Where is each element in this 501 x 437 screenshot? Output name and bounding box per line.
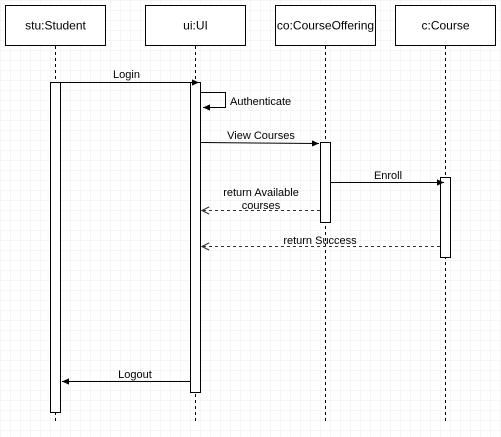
activation-ui xyxy=(190,82,201,393)
message-return-success-label: return Success xyxy=(283,235,357,247)
message-return-available-courses-label-line1: return Available xyxy=(223,187,299,199)
message-return-success[interactable]: return Success xyxy=(202,235,440,247)
participant-c-label: c:Course xyxy=(421,19,469,33)
message-logout[interactable]: Logout xyxy=(62,369,190,385)
activation-co xyxy=(320,142,331,223)
message-view-courses-label: View Courses xyxy=(227,130,295,142)
activation-stu xyxy=(50,82,61,413)
participant-stu[interactable]: stu:Student xyxy=(5,5,106,46)
participant-co-label: co:CourseOffering xyxy=(277,19,374,33)
message-authenticate-arrow xyxy=(201,92,226,111)
participant-ui-label: ui:UI xyxy=(183,19,208,33)
participant-co[interactable]: co:CourseOffering xyxy=(275,5,376,46)
message-view-courses[interactable]: View Courses xyxy=(200,130,320,147)
message-view-courses-arrow xyxy=(200,140,320,147)
message-authenticate[interactable]: Authenticate xyxy=(201,92,291,111)
participant-stu-label: stu:Student xyxy=(25,19,86,33)
message-login[interactable]: Login xyxy=(61,69,199,86)
message-enroll-label: Enroll xyxy=(374,170,402,182)
message-enroll[interactable]: Enroll xyxy=(331,170,444,186)
activation-c xyxy=(440,177,451,258)
message-login-label: Login xyxy=(113,69,140,81)
participant-c[interactable]: c:Course xyxy=(395,5,496,46)
message-authenticate-label: Authenticate xyxy=(230,96,291,108)
participant-ui[interactable]: ui:UI xyxy=(145,5,246,46)
message-return-available-courses-label-line2: courses xyxy=(242,200,281,212)
message-logout-label: Logout xyxy=(118,369,152,381)
message-return-available-courses[interactable]: return Available courses xyxy=(202,187,320,212)
